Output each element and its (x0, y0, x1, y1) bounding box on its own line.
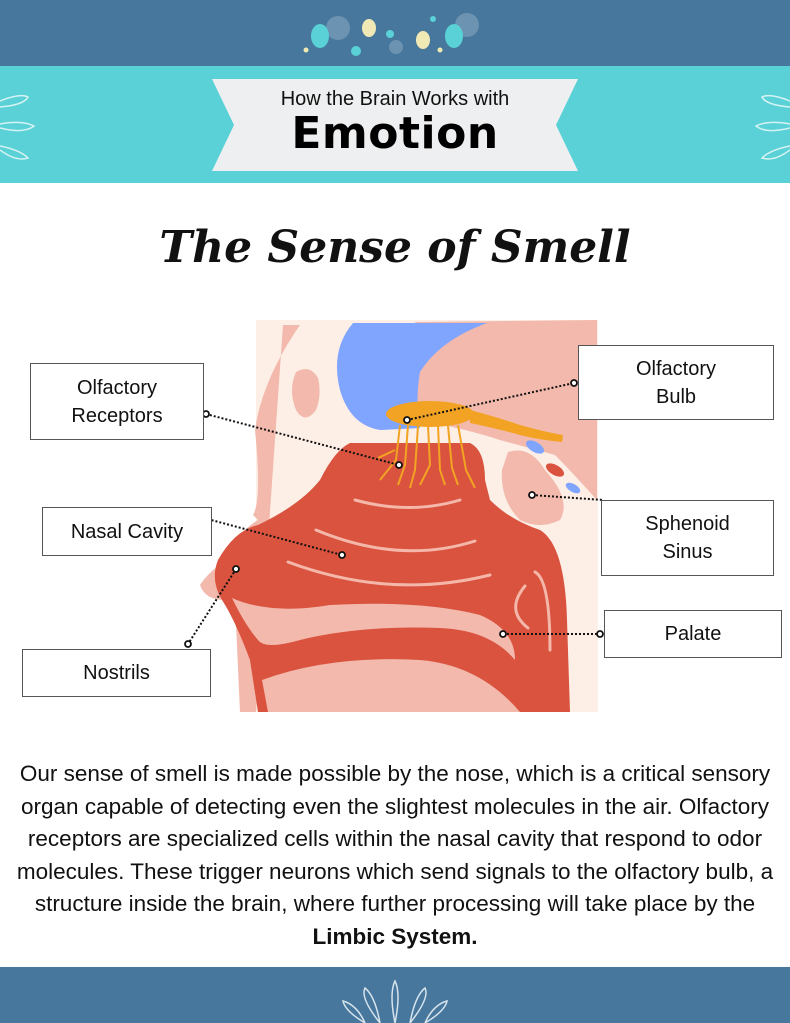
body-text: Our sense of smell is made possible by t… (16, 761, 774, 916)
top-banner (0, 0, 790, 66)
nasal-cavity-shape (214, 443, 571, 712)
limbic-system-emphasis: Limbic System. (312, 923, 478, 949)
petal-decoration-icon (342, 979, 448, 1023)
palate-shape (232, 598, 515, 660)
label-palate: Palate (604, 610, 782, 658)
footer-banner (0, 967, 790, 1023)
label-text: Olfactory (635, 357, 717, 380)
label-nasal-cavity: Nasal Cavity (42, 507, 212, 556)
label-text: Sinus (662, 541, 713, 563)
leader-lines (187, 382, 604, 645)
page-heading: The Sense of Smell (159, 222, 631, 273)
label-olfactory-bulb: Olfactory Bulb (578, 345, 774, 420)
petal-decoration-icon (0, 94, 790, 160)
turbinate-lines (286, 498, 552, 652)
label-text: Receptors (71, 404, 163, 427)
label-text: Sphenoid (645, 513, 730, 535)
face-profile (200, 325, 300, 712)
header-title: Emotion (291, 108, 499, 159)
sphenoid-sinus-shape (501, 450, 564, 525)
frontal-sinus (292, 369, 320, 418)
label-olfactory-receptors: Olfactory Receptors (30, 363, 204, 440)
body-paragraph: Our sense of smell is made possible by t… (0, 758, 790, 953)
label-sphenoid-sinus: Sphenoid Sinus (601, 500, 774, 576)
title-ribbon (212, 79, 578, 171)
brain-tissue (415, 320, 597, 500)
label-text: Olfactory (76, 376, 158, 399)
header-subtitle: How the Brain Works with (280, 88, 510, 110)
label-text: Bulb (655, 385, 697, 408)
decorative-dots-icon (303, 13, 479, 56)
label-nostrils: Nostrils (22, 649, 211, 697)
brain-lobe (336, 323, 487, 430)
tongue-shape (262, 659, 520, 712)
